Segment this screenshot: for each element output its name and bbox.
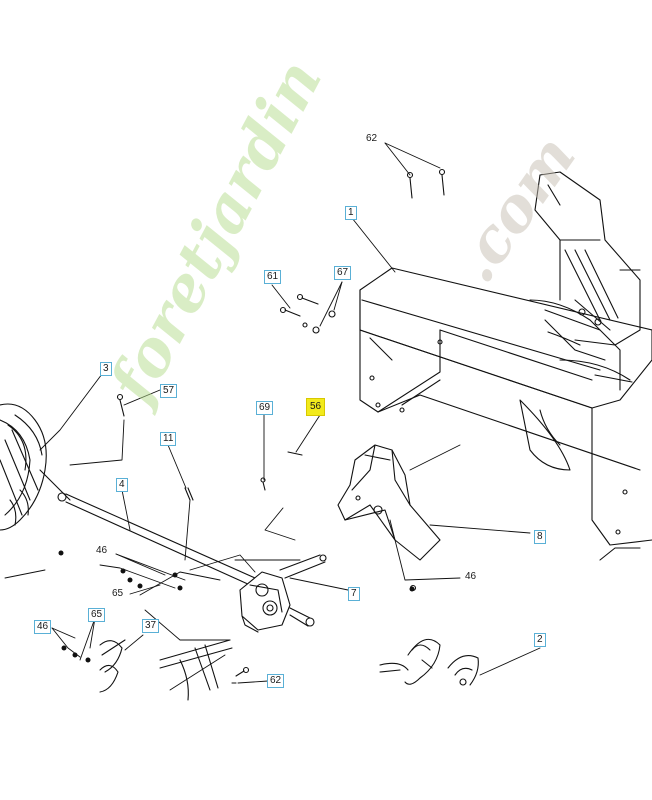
callout-61[interactable]: 61: [264, 270, 282, 284]
callout-4[interactable]: 4: [116, 478, 128, 492]
auger-flighting-right: [379, 638, 479, 686]
callout-56-highlighted[interactable]: 56: [306, 398, 326, 416]
auger-flighting-left: [99, 639, 233, 701]
callout-7[interactable]: 7: [348, 587, 360, 601]
callout-2[interactable]: 2: [534, 633, 546, 647]
callout-3[interactable]: 3: [100, 362, 112, 376]
callout-11[interactable]: 11: [160, 432, 177, 446]
discharge-chute: [534, 171, 641, 361]
callout-8[interactable]: 8: [534, 530, 546, 544]
auger-housing: [359, 267, 652, 561]
callout-46-left: 46: [96, 545, 108, 556]
auger-shaft: [65, 493, 315, 627]
callout-67[interactable]: 67: [334, 266, 352, 280]
fasteners: [116, 168, 446, 684]
callout-46-right: 46: [465, 571, 477, 582]
callout-62-bottom[interactable]: 62: [267, 674, 285, 688]
callout-57[interactable]: 57: [160, 384, 178, 398]
callout-62-top: 62: [366, 133, 378, 144]
gearbox: [239, 554, 327, 633]
frame-bracket: [337, 444, 441, 561]
callout-69[interactable]: 69: [256, 401, 274, 415]
callout-37[interactable]: 37: [142, 619, 160, 633]
callout-65-left: 65: [112, 588, 124, 599]
callout-1[interactable]: 1: [345, 206, 357, 220]
rivets: [58, 550, 415, 663]
callout-46-bottom[interactable]: 46: [34, 620, 52, 634]
callout-65-bottom[interactable]: 65: [88, 608, 106, 622]
impeller: [0, 403, 71, 531]
